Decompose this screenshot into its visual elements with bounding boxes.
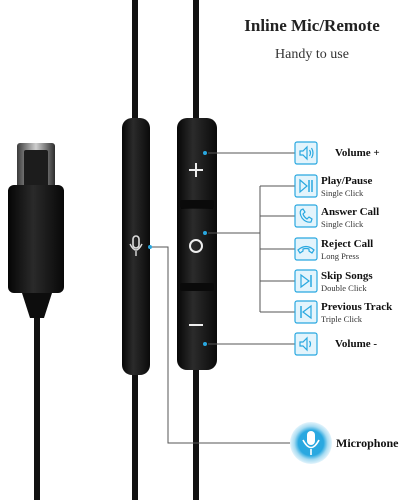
label-microphone: Microphone	[336, 436, 399, 450]
label-volume-down: Volume -	[335, 338, 378, 350]
phone-reject-icon	[294, 237, 318, 261]
leader-lines	[152, 152, 295, 444]
detail-play-pause: Single Click	[321, 188, 364, 198]
label-previous-track: Previous Track	[321, 301, 393, 313]
detail-previous-track: Triple Click	[321, 314, 363, 324]
label-skip-songs: Skip Songs	[321, 270, 373, 282]
mic-pod	[122, 118, 152, 375]
detail-reject-call: Long Press	[321, 251, 360, 261]
mic-glyph-icon	[129, 235, 143, 256]
speaker-minus-icon	[294, 332, 318, 356]
speaker-plus-icon	[294, 141, 318, 165]
skip-forward-icon	[294, 269, 318, 293]
detail-answer-call: Single Click	[321, 219, 364, 229]
skip-back-icon	[294, 300, 318, 324]
page-subtitle: Handy to use	[275, 47, 349, 62]
plus-glyph-icon	[189, 163, 203, 177]
label-reject-call: Reject Call	[321, 238, 374, 250]
label-answer-call: Answer Call	[321, 206, 380, 218]
play-pause-icon	[294, 174, 318, 198]
label-play-pause: Play/Pause	[321, 175, 373, 187]
function-icons	[294, 141, 318, 356]
usb-c-plug	[8, 143, 64, 318]
cables	[34, 0, 199, 500]
label-volume-up: Volume +	[335, 147, 380, 159]
button-remote	[177, 118, 217, 370]
center-button-glyph-icon	[189, 239, 203, 253]
microphone-icon	[290, 422, 332, 464]
page-title: Inline Mic/Remote	[244, 16, 380, 35]
phone-answer-icon	[294, 204, 318, 228]
detail-skip-songs: Double Click	[321, 283, 367, 293]
